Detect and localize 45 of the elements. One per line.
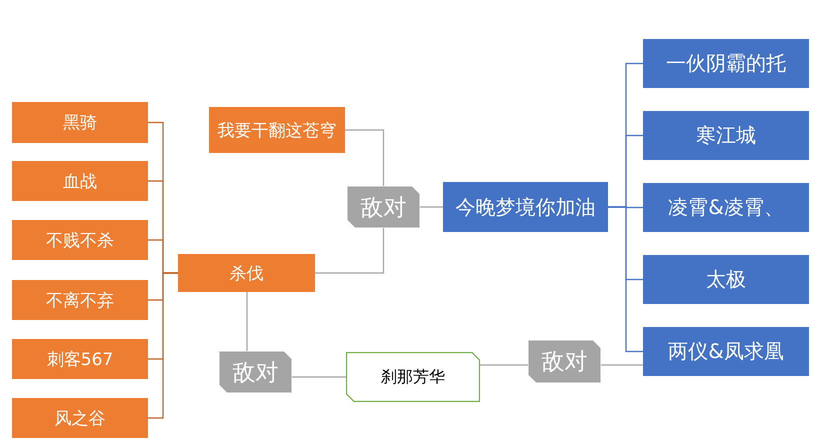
topic-label: 血战	[63, 170, 97, 192]
connector-line	[292, 376, 346, 378]
connector-line	[420, 206, 443, 208]
topic-box	[12, 102, 148, 143]
topic-label: 敌对	[542, 348, 588, 377]
relation-tag	[219, 351, 292, 393]
connector-line	[246, 292, 248, 351]
topic-label: 敌对	[360, 194, 406, 222]
connector-line	[608, 206, 643, 352]
topic-box	[12, 398, 148, 438]
topic-box	[12, 280, 148, 320]
topic-box	[443, 182, 608, 232]
connector-line	[480, 364, 528, 366]
connector-line	[148, 272, 178, 419]
topic-box	[12, 161, 148, 201]
topic-label: 敌对	[232, 358, 278, 388]
connector-line	[345, 129, 384, 186]
topic-box	[346, 352, 480, 402]
topic-box	[643, 327, 809, 376]
topic-box	[178, 254, 315, 292]
topic-label: 风之谷	[54, 408, 106, 430]
topic-box	[643, 111, 809, 160]
topic-label: 黑骑	[63, 112, 97, 134]
topic-label: 两仪&凤求凰	[668, 338, 784, 365]
topic-box	[643, 39, 809, 88]
topic-label: 我要干翻这苍穹	[218, 120, 336, 142]
topic-label: 不离不弃	[46, 290, 114, 312]
topic-box	[643, 183, 809, 232]
topic-box	[209, 107, 345, 153]
connector-line	[601, 364, 643, 366]
topic-label: 不贱不杀	[46, 230, 114, 252]
topic-label: 一伙阴霸的托	[666, 50, 786, 77]
topic-label: 太极	[706, 266, 746, 293]
relation-tag	[347, 186, 420, 228]
relation-tag	[528, 340, 601, 383]
topic-box	[12, 339, 148, 379]
topic-box	[12, 220, 148, 260]
topic-label: 刺客567	[46, 348, 114, 370]
topic-label: 刹那芳华	[381, 366, 445, 388]
topic-box	[643, 255, 809, 304]
topic-label: 凌霄&凌霄、	[668, 194, 784, 221]
topic-label: 杀伐	[230, 262, 264, 284]
topic-label: 今晚梦境你加油	[456, 194, 596, 220]
connector-line	[315, 228, 384, 274]
topic-label: 寒江城	[696, 122, 756, 149]
